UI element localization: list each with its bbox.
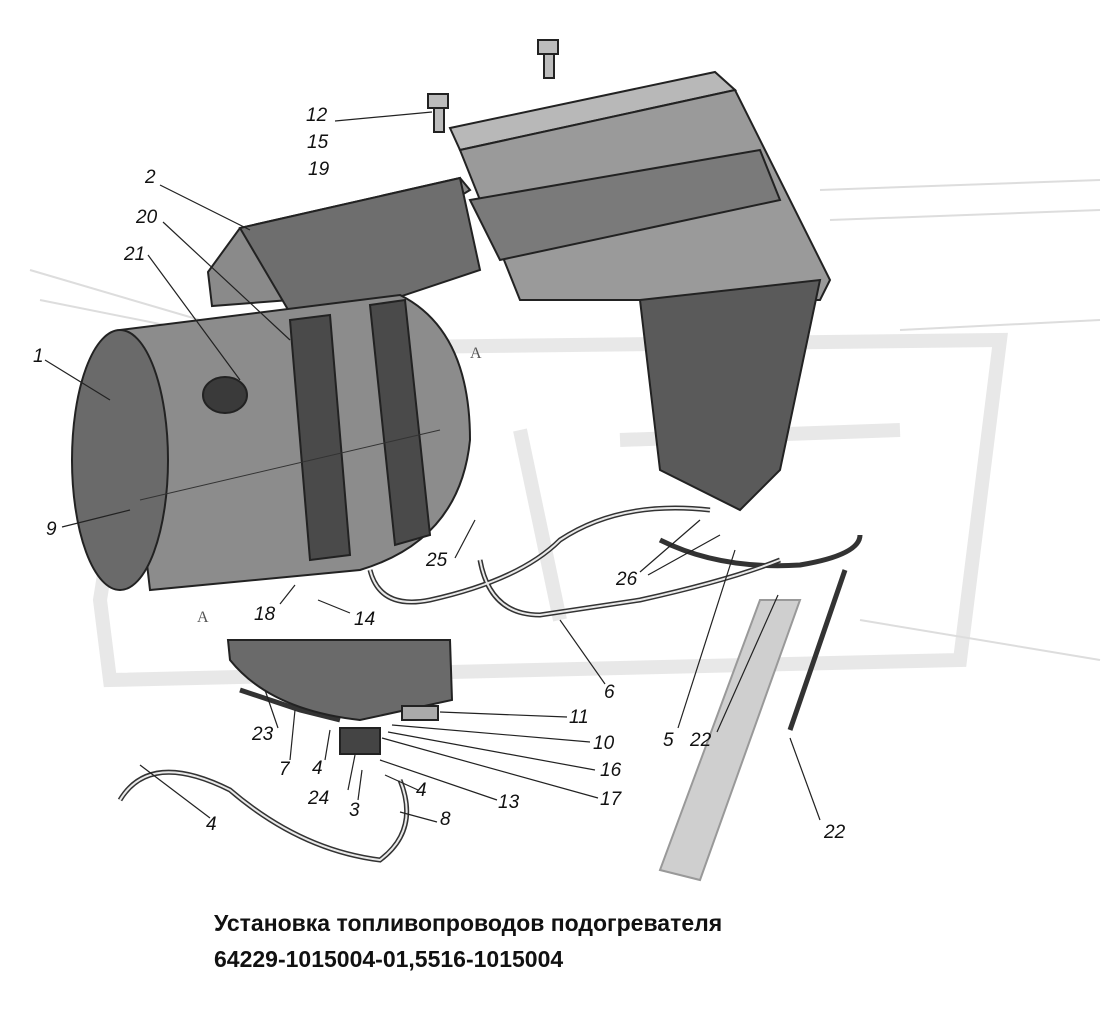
callout-22-a: 22 — [689, 730, 712, 751]
callout-2: 2 — [144, 167, 156, 188]
view-mark-a-top: A — [470, 345, 482, 362]
caption-part-numbers: 64229-1015004-01,5516-1015004 — [214, 946, 564, 972]
callout-22-b: 22 — [823, 822, 846, 843]
heater-bracket — [206, 70, 832, 512]
lower-heater-view — [226, 639, 454, 755]
callout-9: 9 — [46, 519, 57, 540]
callout-24: 24 — [307, 788, 329, 809]
callout-7: 7 — [279, 759, 291, 780]
callout-4-c: 4 — [206, 814, 217, 835]
callout-15: 15 — [307, 132, 329, 153]
callout-1: 1 — [33, 346, 44, 367]
callout-23: 23 — [251, 724, 274, 745]
callout-8: 8 — [440, 809, 451, 830]
callout-19: 19 — [308, 159, 330, 180]
fuel-lines-inner — [119, 507, 781, 862]
callout-4-a: 4 — [312, 758, 323, 779]
callout-3: 3 — [349, 800, 360, 821]
callout-5: 5 — [663, 730, 674, 751]
view-mark-a-bottom: A — [197, 609, 209, 626]
callout-11: 11 — [569, 707, 589, 728]
callout-14: 14 — [354, 609, 375, 630]
callout-17: 17 — [600, 789, 623, 810]
leader-lines — [44, 111, 821, 823]
exhaust-hose — [658, 599, 802, 882]
bolts — [427, 39, 559, 133]
caption-title: Установка топливопроводов подогревателя — [214, 910, 723, 936]
callout-13: 13 — [498, 792, 520, 813]
callout-4-b: 4 — [416, 780, 427, 801]
callout-20: 20 — [135, 207, 158, 228]
heater-cylinder — [71, 293, 472, 592]
callout-12: 12 — [306, 105, 328, 126]
callout-18: 18 — [254, 604, 276, 625]
callout-10: 10 — [593, 733, 615, 754]
callout-16: 16 — [600, 760, 622, 781]
callout-6: 6 — [604, 682, 615, 703]
callout-25: 25 — [425, 550, 448, 571]
callout-21: 21 — [123, 244, 145, 265]
background-lines — [29, 179, 1101, 661]
callout-26: 26 — [615, 569, 638, 590]
